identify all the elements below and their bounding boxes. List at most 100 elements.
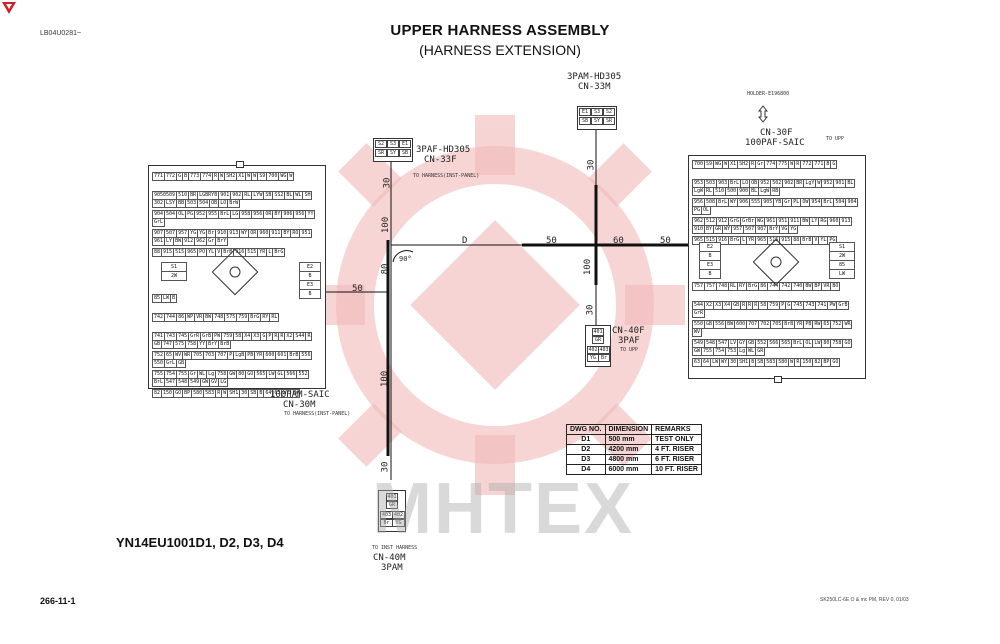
pin-code: R — [305, 332, 313, 341]
table-row: D1 500 mm TEST ONLY — [566, 434, 702, 445]
pin-code: GrB — [836, 301, 850, 310]
cn40m-name: 3PAM — [381, 563, 403, 573]
cn33m-pin: S2 — [603, 108, 615, 116]
table-cell: D3 — [566, 454, 606, 465]
cn33m-pin: SB — [579, 117, 591, 125]
pin-code: RL — [269, 313, 280, 322]
table-header-cell: DIMENSION — [604, 424, 653, 435]
cn30m-code: CN-30M — [283, 400, 316, 410]
table-cell: 6 FT. RISER — [651, 454, 702, 465]
center-pin-label: LW — [829, 269, 855, 279]
cn30f-holder: HOLDER-E196800 — [747, 91, 790, 97]
side-pin-label: B — [299, 289, 321, 299]
cn40f-pin: 401 — [592, 328, 604, 336]
cn33m-pin: SR — [603, 117, 615, 125]
cn33f-pin: SR — [375, 149, 387, 157]
dim-30-top-left: 30 — [382, 177, 393, 189]
pin-code: RB — [770, 187, 781, 196]
center-pin-label: 2W — [161, 271, 187, 281]
dim-100-left: 100 — [381, 216, 392, 234]
cn33f-pin: E1 — [399, 140, 411, 148]
dim-80: 80 — [380, 263, 391, 275]
pin-code: B — [170, 294, 178, 303]
dim-50-mid: 50 — [546, 236, 557, 246]
pin-code: BO — [830, 282, 841, 291]
table-row: D2 4200 mm 4 FT. RISER — [566, 444, 702, 455]
footer-reference: SK250LC-6E O & mc PM, REV 0, 01/03 — [820, 597, 909, 603]
dim-30-lower: 30 — [585, 304, 596, 316]
pin-code: SH — [302, 191, 313, 200]
table-row: D4 6000 mm 10 FT. RISER — [566, 464, 702, 475]
cn40f-note: TO UPP — [620, 347, 639, 353]
table-cell: 4200 mm — [604, 444, 653, 455]
page-subtitle: (HARNESS EXTENSION) — [419, 42, 581, 58]
pin-code: 913 — [839, 217, 853, 226]
pin-code: 951 — [299, 229, 313, 238]
pin-code: LG — [218, 378, 229, 387]
cn40m-note: TO INST HARNESS — [372, 545, 418, 551]
pin-code: GrR — [692, 309, 706, 318]
dim-90-degrees: 90° — [399, 255, 412, 263]
pin-code: LW — [290, 389, 301, 398]
table-cell: 500 mm — [604, 434, 653, 445]
cn40f-connector: 401 GR 402 403 YG Br — [585, 325, 611, 367]
pin-code: BL — [845, 179, 856, 188]
cn30f-diamond-icon — [752, 238, 800, 286]
pin-code: 904 — [845, 198, 859, 207]
pin-code: GrL — [152, 218, 166, 227]
pin-code: W — [287, 172, 295, 181]
pin-code: WR — [842, 320, 853, 329]
cn33f-pin: S2 — [375, 140, 387, 148]
table-cell: 10 FT. RISER — [651, 464, 702, 475]
cn33f-pin: SY — [387, 149, 399, 157]
cn40f-code: CN-40F — [612, 326, 645, 336]
watermark-text: MHTEX — [372, 469, 634, 549]
dim-100-bottom: 100 — [380, 370, 391, 388]
table-cell: D2 — [566, 444, 606, 455]
pin-code: BrW — [227, 199, 241, 208]
cn40m-pin: GR — [386, 501, 398, 509]
cn30f-name: 100PAF-SAIC — [745, 138, 805, 148]
cn33m-pin: SY — [591, 117, 603, 125]
dim-100-right: 100 — [583, 258, 594, 276]
cn30m-diamond-icon — [211, 248, 259, 296]
page-number: 266-11-1 — [40, 596, 76, 606]
cn40f-pin: 403 — [598, 346, 610, 354]
table-header-cell: DWG NO. — [566, 424, 606, 435]
pin-code: OL — [701, 206, 712, 215]
table-cell: 4 FT. RISER — [651, 444, 702, 455]
cn30m-key-tab — [236, 161, 244, 168]
cn40m-pin: 402 — [392, 511, 405, 519]
pin-code: YY — [305, 210, 316, 219]
dim-50-left: 50 — [352, 284, 363, 294]
table-row: D3 4800 mm 6 FT. RISER — [566, 454, 702, 465]
pin-code: GR — [755, 347, 766, 356]
double-arrow-icon — [758, 105, 768, 123]
cn30m-name: 100PAM-SAIC — [270, 390, 330, 400]
pin-code: GO — [830, 358, 841, 367]
cn33m-name: 3PAM-HD305 — [567, 72, 622, 82]
cn33f-note: TO HARNESS(INST-PANEL) — [413, 173, 480, 179]
cn33m-connector: E1 S3 S2 SB SY SR — [577, 106, 617, 130]
dim-30-top: 30 — [586, 159, 597, 171]
